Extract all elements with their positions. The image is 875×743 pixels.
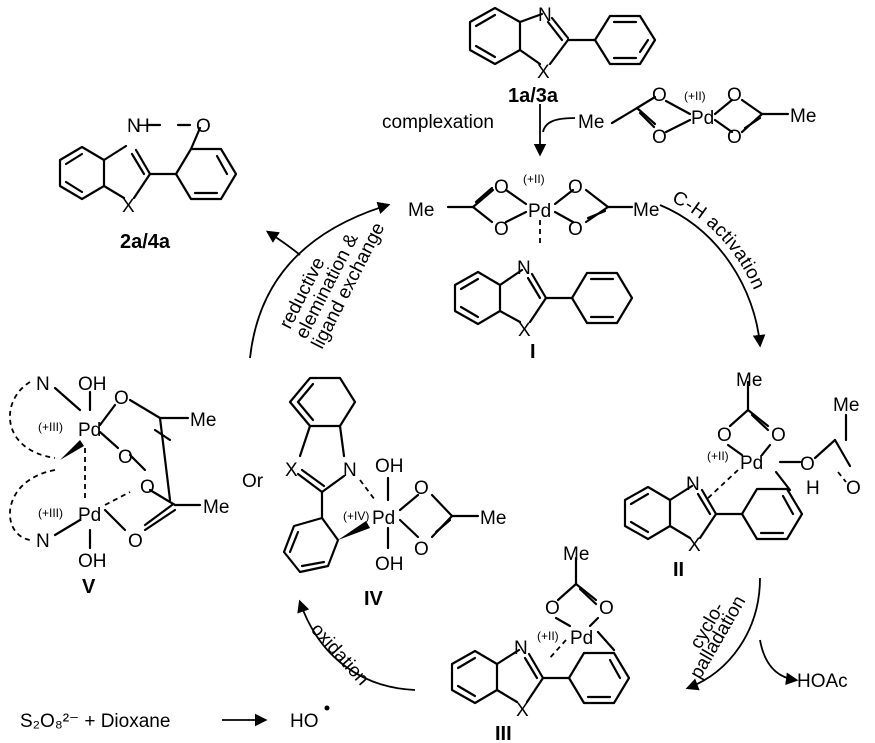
pd-reagent-pd: Pd bbox=[691, 108, 714, 129]
complexation-merge-arrow bbox=[542, 117, 576, 133]
int-II-me-top: Me bbox=[736, 370, 762, 391]
intermediate-IV-structure bbox=[282, 376, 480, 574]
int-IV-oh-top: OH bbox=[375, 456, 404, 477]
int-III-label: III bbox=[495, 723, 512, 743]
int-V-pd-top: Pd bbox=[78, 420, 101, 441]
int-I-label: I bbox=[530, 341, 536, 363]
hoac-release-arrow bbox=[759, 639, 799, 685]
int-V-me-bottom: Me bbox=[203, 497, 229, 518]
int-I-me-right: Me bbox=[633, 200, 659, 221]
product-x-atom: X bbox=[122, 196, 135, 217]
int-IV-o1: O bbox=[414, 478, 429, 499]
oxidation-arrow bbox=[297, 599, 416, 691]
product-h-atom: H bbox=[136, 116, 150, 137]
int-I-o2: O bbox=[494, 219, 509, 240]
int-III-pd: Pd bbox=[570, 628, 593, 649]
oxidation-label: oxidation bbox=[306, 619, 373, 690]
int-II-o2: O bbox=[771, 425, 786, 446]
int-II-x-atom: X bbox=[688, 535, 701, 556]
int-III-oxidation-state: (+II) bbox=[537, 629, 559, 643]
hoac-label: HOAc bbox=[797, 671, 848, 692]
pd-reagent-o2: O bbox=[652, 127, 667, 148]
int-III-o2: O bbox=[599, 598, 614, 619]
pd-reagent-me-right: Me bbox=[790, 106, 816, 127]
product-release-arrow bbox=[265, 230, 301, 256]
int-IV-label: IV bbox=[364, 588, 384, 610]
hydroxyl-radical-label: HO bbox=[290, 711, 319, 732]
persulfate-reagent: S₂O₈²⁻ + Dioxane bbox=[20, 711, 170, 732]
ch-activation-text: C-H activation bbox=[669, 187, 769, 293]
product-2a-4a-structure bbox=[58, 123, 238, 201]
int-V-o3: O bbox=[140, 477, 155, 498]
int-III-me: Me bbox=[563, 544, 589, 565]
intermediate-III-structure bbox=[450, 556, 631, 705]
product-label: 2a/4a bbox=[120, 231, 171, 253]
int-II-label: II bbox=[673, 559, 684, 581]
int-II-n-atom: N bbox=[686, 474, 700, 495]
substrate-n-atom: N bbox=[538, 5, 552, 26]
pd-reagent-oxidation-state: (+II) bbox=[684, 89, 706, 103]
pd-acetate-reagent bbox=[610, 95, 790, 134]
reductive-elimination-arrow-main bbox=[249, 201, 391, 359]
intermediate-I-structure bbox=[446, 186, 634, 326]
int-II-o1: O bbox=[717, 425, 732, 446]
int-V-o2: O bbox=[118, 447, 133, 468]
int-I-me-left: Me bbox=[408, 200, 434, 221]
product-o-atom: O bbox=[196, 116, 211, 137]
int-I-x-atom: X bbox=[518, 320, 531, 341]
substrate-label: 1a/3a bbox=[508, 85, 559, 107]
substrate-1a-3a-structure bbox=[468, 6, 657, 66]
int-II-oxidation-state: (+II) bbox=[707, 449, 729, 463]
int-I-pd: Pd bbox=[528, 201, 551, 222]
int-V-n-bottom: N bbox=[36, 531, 50, 552]
int-IV-oxidation-state: (+IV) bbox=[343, 509, 369, 523]
int-I-n-atom: N bbox=[517, 258, 531, 279]
int-V-oh-bottom: OH bbox=[78, 551, 107, 572]
int-III-n-atom: N bbox=[514, 638, 528, 659]
int-III-o1: O bbox=[545, 598, 560, 619]
int-IV-o2: O bbox=[414, 539, 429, 560]
int-V-oxidation-state-bottom: (+III) bbox=[38, 506, 63, 520]
int-IV-me: Me bbox=[480, 508, 506, 529]
ch-activation-label: C-H activation bbox=[669, 187, 769, 293]
int-II-h: H bbox=[806, 478, 820, 499]
int-V-o4: O bbox=[128, 531, 143, 552]
int-I-o4: O bbox=[568, 219, 583, 240]
int-V-oxidation-state-top: (+III) bbox=[38, 420, 63, 434]
int-V-n-top: N bbox=[36, 374, 50, 395]
int-II-o3: O bbox=[800, 454, 815, 475]
product-n-atom: N bbox=[127, 116, 141, 137]
radical-dot bbox=[324, 705, 330, 711]
int-V-o1: O bbox=[114, 388, 129, 409]
int-V-me-top: Me bbox=[190, 410, 216, 431]
cyclopalladation-arrow bbox=[685, 577, 761, 691]
int-IV-oh-bottom: OH bbox=[375, 554, 404, 575]
int-II-o4: O bbox=[846, 478, 861, 499]
complexation-label: complexation bbox=[382, 112, 494, 133]
pd-reagent-o4: O bbox=[727, 127, 742, 148]
ch-activation-arrow bbox=[659, 204, 766, 348]
intermediate-II-structure bbox=[623, 380, 852, 541]
int-III-x-atom: X bbox=[516, 700, 529, 721]
intermediate-V-structure bbox=[9, 381, 202, 550]
int-II-me-right: Me bbox=[833, 395, 859, 416]
int-V-label: V bbox=[82, 576, 96, 598]
int-V-pd-bottom: Pd bbox=[78, 505, 101, 526]
int-I-oxidation-state: (+II) bbox=[523, 172, 545, 186]
or-label: Or bbox=[242, 471, 264, 492]
int-IV-pd: Pd bbox=[372, 508, 395, 529]
int-V-oh-top: OH bbox=[78, 374, 107, 395]
int-II-pd: Pd bbox=[740, 453, 763, 474]
int-IV-x-atom: X bbox=[285, 460, 298, 481]
pd-reagent-o3: O bbox=[727, 85, 742, 106]
pd-reagent-o1: O bbox=[652, 85, 667, 106]
int-I-o1: O bbox=[494, 177, 509, 198]
substrate-x-atom: X bbox=[537, 62, 550, 83]
pd-reagent-me-left: Me bbox=[578, 112, 604, 133]
int-I-o3: O bbox=[568, 177, 583, 198]
int-IV-n-atom: N bbox=[343, 460, 357, 481]
